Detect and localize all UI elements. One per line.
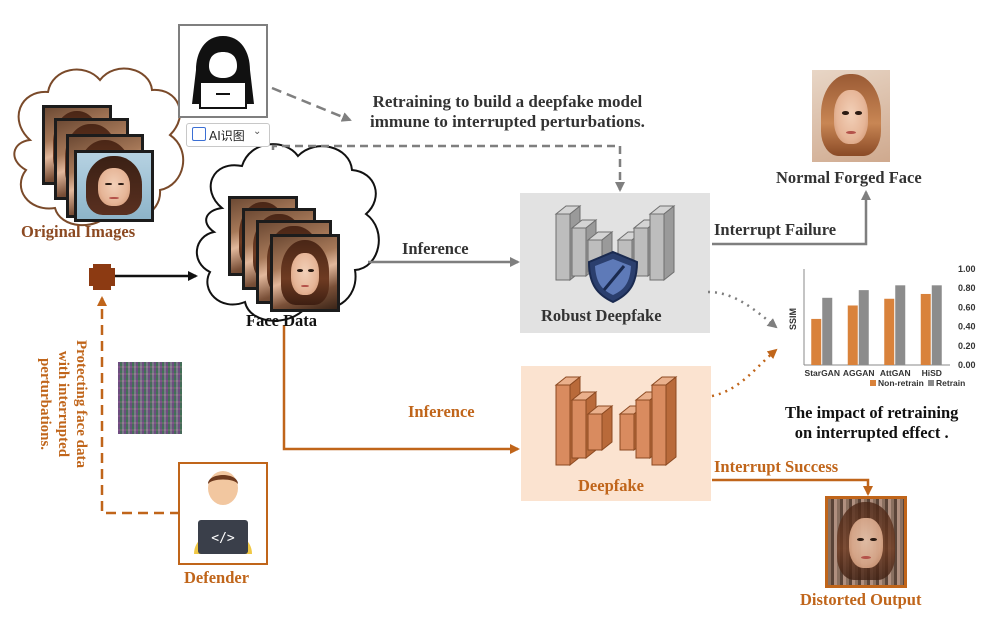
robust-deepfake-label: Robust Deepfake [541, 306, 662, 325]
x-tick-label: AGGAN [843, 368, 875, 378]
face-data-label: Face Data [246, 311, 318, 330]
interrupt-success-arrow [712, 478, 873, 496]
y-axis-label: SSIM [788, 308, 798, 330]
retraining-to-robust-arrow [271, 144, 625, 192]
impact-caption: The impact of retraining on interrupted … [785, 403, 959, 442]
deepfake-model-icon [554, 375, 678, 467]
distorted-output-label: Distorted Output [800, 590, 922, 609]
y-tick-label: 0.80 [958, 283, 976, 293]
code-glyph: </> [211, 531, 235, 546]
x-tick-label: StarGAN [805, 368, 840, 378]
y-tick-label: 0.20 [958, 341, 976, 351]
y-tick-label: 0.40 [958, 322, 976, 332]
original-images-label: Original Images [21, 222, 136, 241]
x-tick-label: HiSD [922, 368, 942, 378]
plus-icon [89, 264, 115, 290]
bar-non-retrain-hisd [920, 293, 931, 365]
deepfake-to-chart-dotted [711, 348, 778, 398]
interrupt-failure-label: Interrupt Failure [714, 220, 837, 239]
bar-retrain-hisd [931, 285, 942, 365]
bar-non-retrain-stargan [811, 318, 822, 365]
perturbation-noise-patch [118, 362, 182, 434]
bar-non-retrain-aggan [847, 305, 858, 365]
original-image-main [74, 150, 154, 222]
interrupt-failure-arrow [712, 190, 871, 246]
attacker-frame [178, 24, 268, 118]
defender-to-plus-arrow [97, 296, 180, 515]
legend-label: Non-retrain [878, 378, 924, 388]
normal-forged-face-image [812, 70, 890, 162]
hacker-icon [192, 36, 254, 109]
bar-retrain-stargan [822, 297, 833, 365]
ai-recognize-badge[interactable]: AI识图 ⌄ [186, 123, 270, 147]
bar-non-retrain-attgan [884, 298, 895, 365]
attacker-to-retraining-arrow [271, 86, 352, 122]
shield-icon [587, 250, 639, 304]
robust-to-chart-dotted [707, 290, 778, 329]
y-tick-label: 1.00 [958, 264, 976, 274]
defender-label: Defender [184, 568, 250, 587]
normal-forged-face-label: Normal Forged Face [776, 168, 922, 187]
protecting-caption: Protecting face data with interrupted pe… [37, 340, 89, 469]
x-tick-label: AttGAN [880, 368, 911, 378]
y-tick-label: 0.00 [958, 360, 976, 370]
deepfake-label: Deepfake [578, 476, 644, 495]
retraining-caption: Retraining to build a deepfake model imm… [370, 92, 645, 132]
legend-label: Retrain [936, 378, 965, 388]
defender-frame: </> [178, 462, 268, 565]
inference-bottom-arrow [282, 325, 520, 454]
legend-swatch [870, 380, 876, 386]
defender-icon: </> [194, 471, 252, 554]
deepfake-box [521, 366, 711, 501]
legend-swatch [928, 380, 934, 386]
bar-retrain-attgan [895, 285, 906, 365]
face-data-image-main [270, 234, 340, 312]
y-tick-label: 0.60 [958, 302, 976, 312]
inference-top-label: Inference [402, 239, 469, 258]
distorted-output-image [825, 496, 907, 588]
ai-badge-label: AI识图 [209, 129, 245, 143]
bar-retrain-aggan [858, 290, 869, 365]
interrupt-success-label: Interrupt Success [714, 457, 839, 476]
ai-badge-icon [192, 127, 206, 141]
inference-bottom-label: Inference [408, 402, 475, 421]
chevron-down-icon: ⌄ [253, 126, 262, 137]
